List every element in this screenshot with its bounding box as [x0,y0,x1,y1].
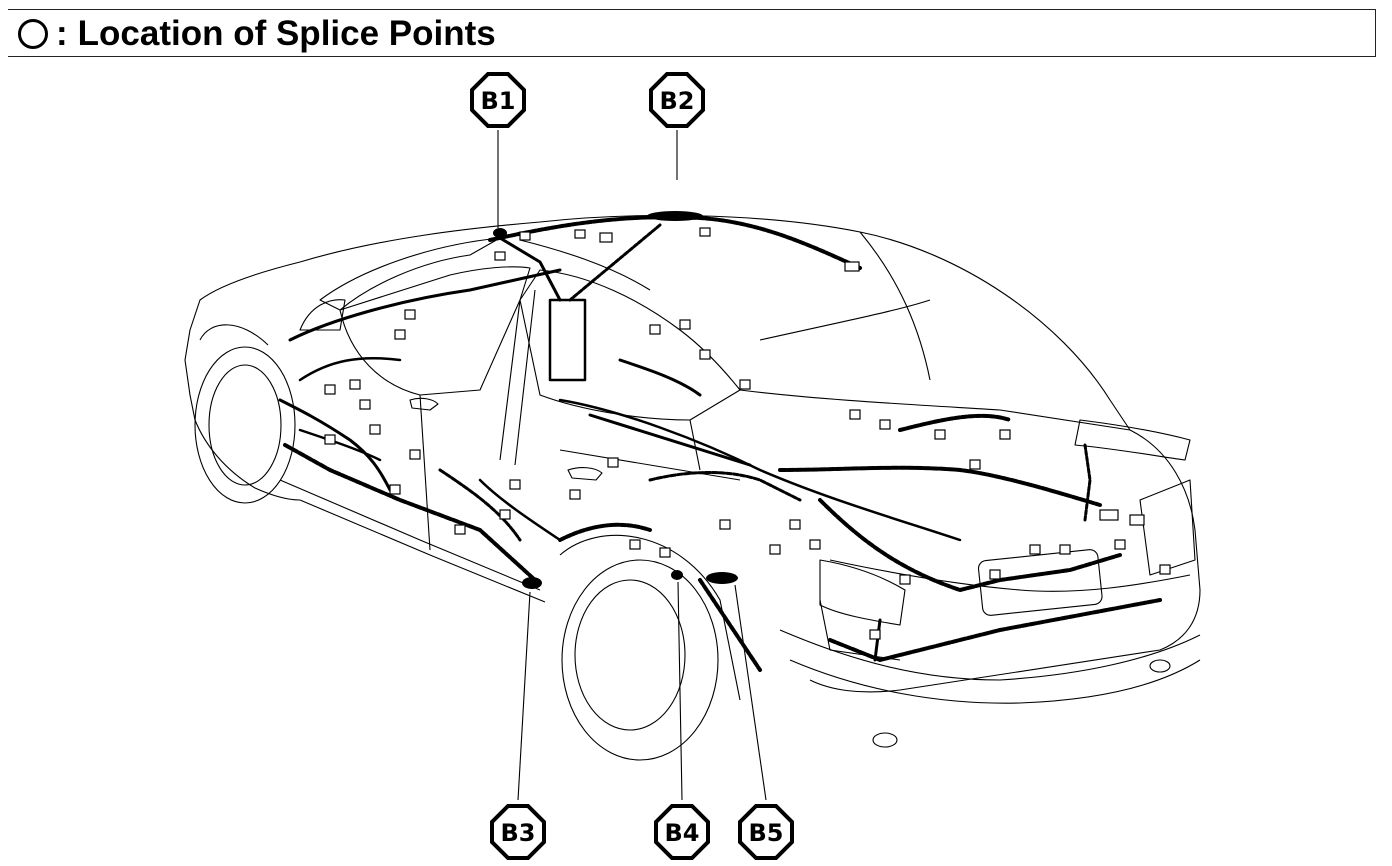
leader-line-b3 [517,591,531,801]
callout-b2: B2 [649,72,705,128]
callout-label-b1: B1 [481,87,516,115]
callout-b1: B1 [470,72,526,128]
callout-label-b4: B4 [665,819,700,847]
splice-point-b2 [647,211,703,221]
rear-wheel [559,535,741,761]
leader-lines [497,130,767,801]
page-title: : Location of Splice Points [18,12,496,56]
callout-label-b2: B2 [660,87,695,115]
callout-b4: B4 [654,804,710,860]
wiring-harness [278,215,1162,672]
callout-b3: B3 [490,804,546,860]
callout-label-b5: B5 [749,819,784,847]
title-separator: : [56,14,68,53]
connectors [324,227,1171,640]
leader-line-b5 [734,584,767,801]
callout-label-b3: B3 [501,819,536,847]
splice-point-b1 [493,228,507,238]
splice-point-b5 [706,572,738,584]
splice-point-b4 [671,570,683,580]
front-wheel [194,324,296,504]
leader-line-b4 [677,581,683,801]
car-body [184,214,1201,748]
splice-point-b3 [522,577,542,589]
splice-points [493,211,738,589]
callouts: B1 B2 B3 B4 B5 [470,72,794,860]
title-text: Location of Splice Points [77,14,496,53]
header-frame [8,9,1376,57]
callout-b5: B5 [738,804,794,860]
circle-icon [18,19,48,49]
